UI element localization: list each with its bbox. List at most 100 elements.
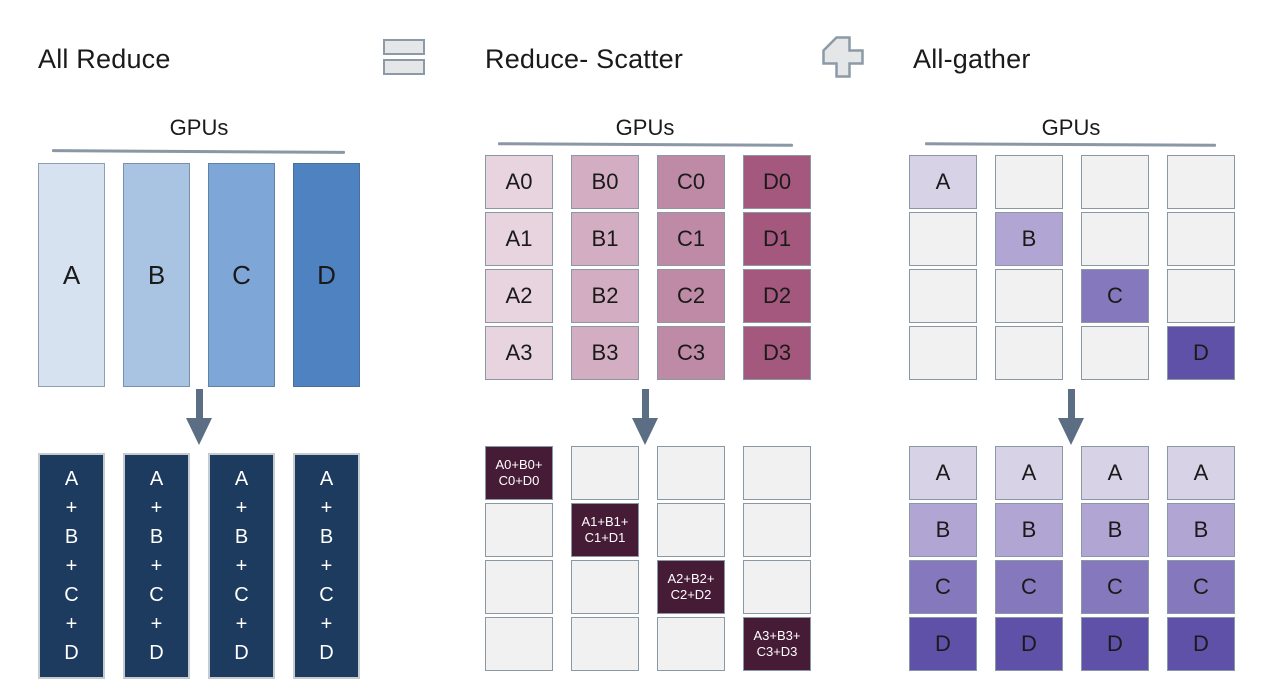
- cell-A1: A1: [485, 212, 553, 266]
- gpus-underline-panel1: [51, 149, 346, 154]
- gathered-cell-A: A: [909, 446, 977, 500]
- arrow-stem: [195, 389, 203, 418]
- title-reduce-scatter: Reduce- Scatter: [485, 44, 684, 74]
- cell-B0: B0: [571, 155, 639, 209]
- cell-B2: B2: [571, 269, 639, 323]
- gathered-cell-D: D: [1167, 617, 1235, 671]
- gathered-cell-B: B: [1081, 503, 1149, 557]
- gathered-cell-C: C: [909, 560, 977, 614]
- empty-cell: [1081, 212, 1149, 266]
- allgather-input-grid: A B C D: [909, 155, 1235, 380]
- empty-cell: [743, 560, 811, 614]
- cell-A3: A3: [485, 326, 553, 380]
- empty-cell: [995, 269, 1063, 323]
- gathered-cell-D: D: [1081, 617, 1149, 671]
- down-arrow-panel3: [1058, 389, 1084, 445]
- gathered-cell-B: B: [909, 503, 977, 557]
- gathered-cell-B: B: [995, 503, 1063, 557]
- gpus-label-panel2: GPUs: [615, 115, 675, 140]
- empty-cell: [571, 446, 639, 500]
- empty-cell: [657, 617, 725, 671]
- cell-C3: C3: [657, 326, 725, 380]
- reduced-cell-1: A1+B1+ C1+D1: [571, 503, 639, 557]
- arrow-head: [186, 418, 212, 445]
- arrow-head: [632, 418, 658, 445]
- cell-D1: D1: [743, 212, 811, 266]
- down-arrow-panel2: [632, 389, 658, 445]
- cell-B1: B1: [571, 212, 639, 266]
- empty-cell: [485, 503, 553, 557]
- empty-cell: [657, 503, 725, 557]
- plus-icon: [822, 36, 864, 78]
- empty-cell: [1167, 212, 1235, 266]
- empty-cell: [485, 560, 553, 614]
- source-cell-D: D: [1167, 326, 1235, 380]
- empty-cell: [1167, 155, 1235, 209]
- gathered-cell-C: C: [1167, 560, 1235, 614]
- empty-cell: [1081, 155, 1149, 209]
- arrow-stem: [1067, 389, 1075, 418]
- empty-cell: [995, 155, 1063, 209]
- arrow-head: [1058, 418, 1084, 445]
- equals-bar-top: [383, 39, 425, 55]
- gpus-label-panel3: GPUs: [1041, 115, 1101, 140]
- sum-column-3: A + B + C + D: [208, 453, 275, 679]
- gathered-cell-A: A: [1167, 446, 1235, 500]
- gathered-cell-A: A: [1081, 446, 1149, 500]
- cell-C0: C0: [657, 155, 725, 209]
- equals-bar-bottom: [383, 59, 425, 75]
- gathered-cell-B: B: [1167, 503, 1235, 557]
- sum-column-1: A + B + C + D: [38, 453, 105, 679]
- plus-shape: [822, 36, 864, 78]
- column-C: C: [208, 163, 275, 387]
- cell-C1: C1: [657, 212, 725, 266]
- column-B: B: [123, 163, 190, 387]
- allgather-result-grid: A A A A B B B B C C C C D D D D: [909, 446, 1235, 671]
- equals-icon: [383, 39, 425, 75]
- reducescatter-result-grid: A0+B0+ C0+D0 A1+B1+ C1+D1 A2+B2+ C2+D2 A…: [485, 446, 811, 671]
- source-cell-A: A: [909, 155, 977, 209]
- column-A: A: [38, 163, 105, 387]
- allreduce-input-columns: A B C D: [38, 163, 360, 387]
- empty-cell: [1081, 326, 1149, 380]
- title-all-gather: All-gather: [913, 44, 1031, 74]
- empty-cell: [995, 326, 1063, 380]
- gathered-cell-C: C: [995, 560, 1063, 614]
- empty-cell: [909, 212, 977, 266]
- gpus-underline-panel3: [924, 142, 1217, 147]
- reduced-cell-0: A0+B0+ C0+D0: [485, 446, 553, 500]
- reduced-cell-3: A3+B3+ C3+D3: [743, 617, 811, 671]
- cell-D2: D2: [743, 269, 811, 323]
- empty-cell: [1167, 269, 1235, 323]
- allreduce-result-columns: A + B + C + D A + B + C + D A + B + C + …: [38, 453, 360, 679]
- cell-D0: D0: [743, 155, 811, 209]
- empty-cell: [657, 446, 725, 500]
- cell-A0: A0: [485, 155, 553, 209]
- sum-column-2: A + B + C + D: [123, 453, 190, 679]
- cell-D3: D3: [743, 326, 811, 380]
- gpus-label-panel1: GPUs: [169, 115, 229, 140]
- source-cell-C: C: [1081, 269, 1149, 323]
- empty-cell: [485, 617, 553, 671]
- gpus-underline-panel2: [497, 142, 794, 147]
- reduced-cell-2: A2+B2+ C2+D2: [657, 560, 725, 614]
- reducescatter-input-grid: A0 B0 C0 D0 A1 B1 C1 D1 A2 B2 C2 D2 A3 B…: [485, 155, 811, 380]
- sum-column-4: A + B + C + D: [293, 453, 360, 679]
- empty-cell: [743, 503, 811, 557]
- empty-cell: [909, 269, 977, 323]
- gathered-cell-D: D: [995, 617, 1063, 671]
- empty-cell: [571, 560, 639, 614]
- cell-A2: A2: [485, 269, 553, 323]
- down-arrow-panel1: [186, 389, 212, 445]
- empty-cell: [909, 326, 977, 380]
- empty-cell: [743, 446, 811, 500]
- arrow-stem: [641, 389, 649, 418]
- source-cell-B: B: [995, 212, 1063, 266]
- column-D: D: [293, 163, 360, 387]
- cell-B3: B3: [571, 326, 639, 380]
- gathered-cell-A: A: [995, 446, 1063, 500]
- gathered-cell-D: D: [909, 617, 977, 671]
- empty-cell: [571, 617, 639, 671]
- cell-C2: C2: [657, 269, 725, 323]
- title-all-reduce: All Reduce: [38, 44, 171, 74]
